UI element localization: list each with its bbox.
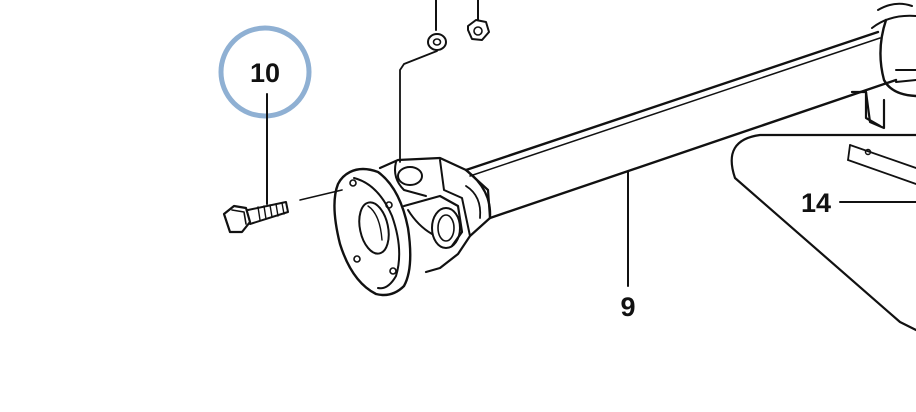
nut — [467, 0, 490, 41]
washer — [427, 0, 447, 51]
callout-14-label: 14 — [801, 188, 831, 218]
callout-9-label: 9 — [620, 292, 635, 322]
callout-14[interactable]: 14 — [801, 188, 916, 218]
center-bearing — [850, 2, 916, 130]
mounting-plate — [730, 133, 916, 332]
universal-joint — [333, 156, 492, 297]
flange-bolt — [222, 189, 343, 234]
callout-10-label: 10 — [250, 58, 280, 88]
assembly-leader — [399, 50, 438, 163]
callout-highlight-ring — [218, 25, 312, 119]
callout-9[interactable]: 9 — [620, 171, 636, 322]
drive-shaft — [464, 30, 898, 220]
callout-10[interactable]: 10 — [218, 25, 312, 205]
bolt-thread — [257, 202, 285, 221]
